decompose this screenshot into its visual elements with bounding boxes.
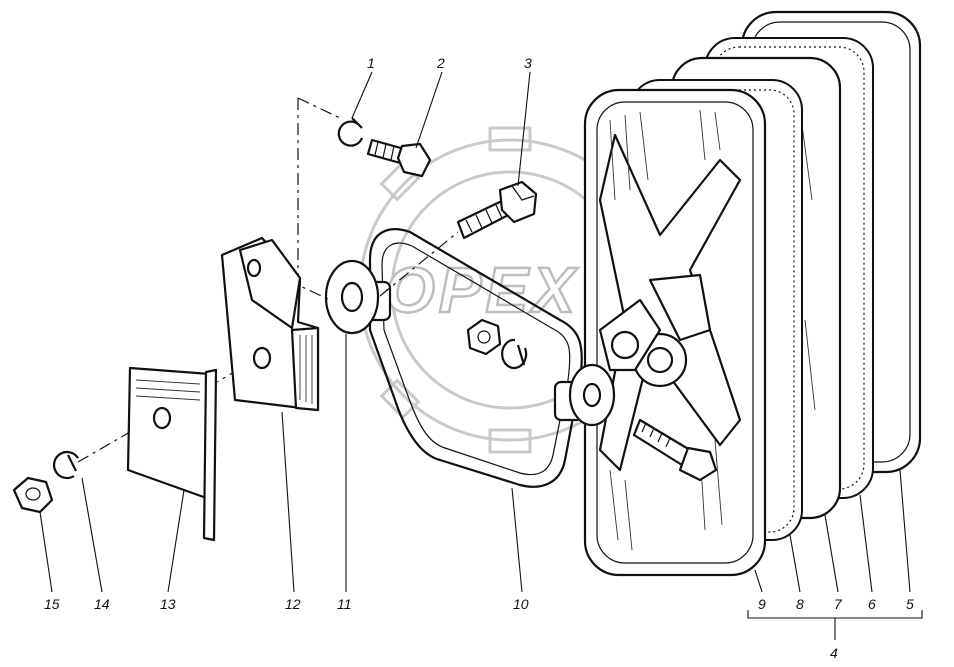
bracket-part-12 [220,236,320,412]
watermark-text: OPEX [385,254,579,326]
callout-6: 6 [868,596,876,612]
screw-lower [632,418,718,482]
callout-10: 10 [513,596,529,612]
mirror-housing-part-9 [583,88,767,577]
bolt-part-2 [366,138,432,178]
callout-4: 4 [830,645,838,661]
callout-13: 13 [160,596,176,612]
clamp-eye-right [568,363,616,427]
callout-15: 15 [44,596,60,612]
callout-7: 7 [834,596,843,612]
leader-lines [39,71,923,640]
nut-part-15 [12,476,54,514]
callout-14: 14 [94,596,110,612]
callout-2: 2 [436,55,445,71]
callout-8: 8 [796,596,804,612]
bolt-part-3 [456,180,538,240]
callout-5: 5 [906,596,914,612]
callout-9: 9 [758,596,766,612]
center-nut [466,318,502,356]
centerline-upper [297,97,341,119]
clamp-eye-part-11 [324,259,380,335]
callout-1: 1 [367,55,375,71]
center-washer [501,338,528,370]
centerline-bolt [379,231,459,297]
plate-part-13 [126,366,218,542]
callout-labels: 1 2 3 4 5 6 7 8 9 10 11 12 13 14 15 [44,55,914,661]
callout-11: 11 [337,596,352,612]
callout-12: 12 [285,596,301,612]
washer-part-1 [337,117,364,147]
callout-3: 3 [524,55,532,71]
washer-part-14 [53,450,79,480]
centerline-vertical [297,98,331,301]
